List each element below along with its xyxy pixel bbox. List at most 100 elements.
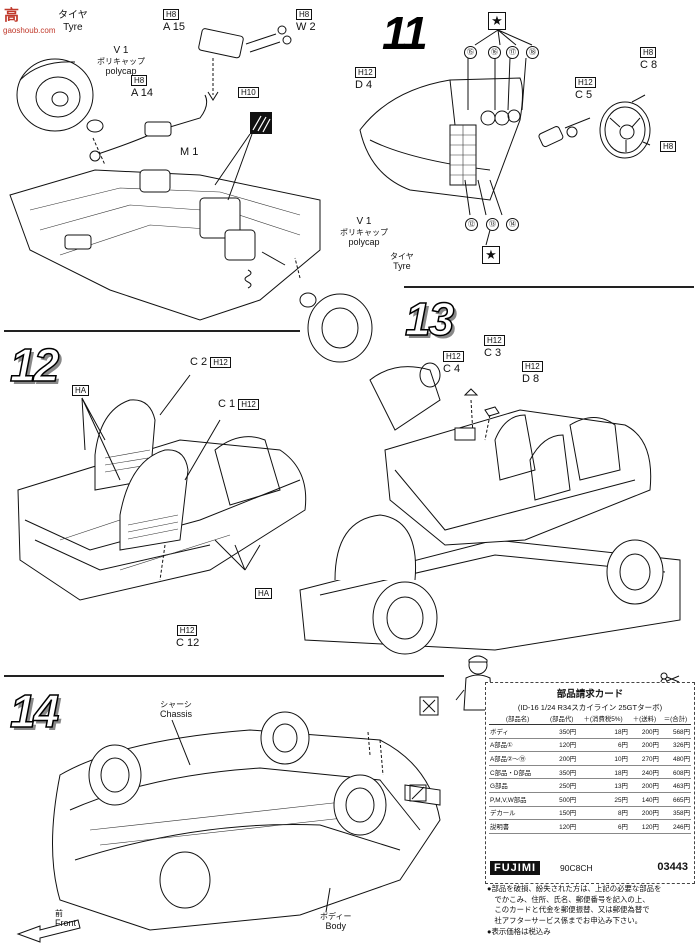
circled-14: ⑭ <box>506 218 519 231</box>
h-marker: H12 <box>176 624 198 636</box>
d4-text: D 4 <box>355 78 373 91</box>
h-marker: H8 <box>163 8 180 20</box>
c5-text: C 5 <box>575 88 593 101</box>
c12-text: C 12 <box>176 636 200 649</box>
cell: 10円 <box>577 751 629 766</box>
step10-a15-label: H8 A 15 <box>163 8 185 33</box>
step11-d4-label: H12 D 4 <box>355 66 377 91</box>
cell: 150円 <box>546 806 578 821</box>
front-en: Front <box>55 918 77 929</box>
step10-a14-label: H8 A 14 <box>131 74 153 99</box>
step-13-drawing <box>295 340 695 680</box>
cell: 120円 <box>546 738 578 753</box>
v1b-jp: ポリキャップ <box>340 227 388 237</box>
c8-text: C 8 <box>640 58 658 71</box>
tyre-en: Tyre <box>63 21 83 33</box>
h-letter: H <box>487 335 493 345</box>
note-line: このカードと代金を郵便振替、又は郵便為替で <box>487 905 650 915</box>
h-marker: H12 <box>575 76 596 88</box>
star-marker-bottom: ★ <box>482 246 500 264</box>
h-letter: H <box>213 357 219 367</box>
circled-17: ⑰ <box>506 46 519 59</box>
step13-c3-label: H12 C 3 <box>484 334 506 359</box>
step-14-number: 14 <box>9 685 60 737</box>
cell: 200円 <box>546 751 578 766</box>
step10-v1-label: V 1 ポリキャップ polycap <box>97 45 145 76</box>
step12-c12-label: H12 C 12 <box>176 624 199 649</box>
step11-h8-bottom-label: H8 <box>660 140 677 153</box>
cell: デカール <box>489 806 547 821</box>
cell: 350円 <box>546 724 578 739</box>
cell: 200円 <box>628 806 660 821</box>
card-footer: FUJIMI 90C8CH 03443 <box>490 861 690 877</box>
star-marker-top: ★ <box>488 12 506 30</box>
h-letter: H <box>358 67 364 77</box>
circled-12: ⑫ <box>465 218 478 231</box>
step-11-drawing <box>350 0 690 280</box>
cell: 200円 <box>628 738 660 753</box>
cell: A部品① <box>489 738 547 753</box>
tyre-jp: タイヤ <box>58 10 88 21</box>
step14-chassis-label: シャーシ Chassis <box>160 700 192 720</box>
card-subtitle: (ID-16 1/24 R34スカイライン 25GTターボ) <box>517 703 663 712</box>
step12-ha2-label: HA <box>255 587 273 600</box>
step13-c4-label: H12 C 4 <box>443 350 465 375</box>
cell: 665円 <box>659 792 691 807</box>
header-part: (部品名) <box>489 713 547 725</box>
w2-text: W 2 <box>296 20 316 33</box>
cell: 568円 <box>659 724 691 739</box>
step10-tyre2-label: タイヤ Tyre <box>390 252 414 272</box>
h-num: 12 <box>185 625 195 635</box>
header-tax: ＋(消費税5%) <box>577 713 629 725</box>
h-marker: H8 <box>296 8 313 20</box>
step-10-drawing <box>0 0 320 330</box>
h-num: A <box>263 588 270 598</box>
cell: 200円 <box>628 778 660 793</box>
h-letter: H <box>134 75 140 85</box>
c3-text: C 3 <box>484 346 502 359</box>
divider-top <box>4 330 300 332</box>
h-marker: HA <box>255 587 273 599</box>
h-num: 8 <box>304 9 310 19</box>
divider-bottom <box>4 675 444 677</box>
fujimi-logo: FUJIMI <box>490 861 541 875</box>
h-letter: H <box>525 361 531 371</box>
card-table-header: (部品名) (部品代) ＋(消費税5%) ＋(送料) ＝(合計) <box>489 713 691 725</box>
step10-tyre-label: タイヤ Tyre <box>58 10 88 33</box>
step-13-number: 13 <box>404 293 455 345</box>
chassis-en: Chassis <box>160 709 193 720</box>
h-num: A <box>80 385 87 395</box>
h-marker: H8 <box>640 46 657 58</box>
h-letter: H <box>241 87 247 97</box>
h-marker: H12 <box>522 360 543 372</box>
step-12-number: 12 <box>9 339 60 391</box>
tyre2-jp: タイヤ <box>390 252 414 261</box>
cell: 200円 <box>628 724 660 739</box>
step13-d8-label: H12 D 8 <box>522 360 544 385</box>
cell: 6円 <box>577 738 629 753</box>
card-notes: ●部品を破損、紛失された方は、上記の必要な部品を でかこみ、住所、氏名、郵便番号… <box>487 884 661 938</box>
body-en: Body <box>325 921 346 932</box>
watermark-chars: 高 <box>4 7 20 24</box>
h-letter: H <box>75 385 81 395</box>
circled-18: ⑱ <box>526 46 539 59</box>
h-marker: H12 <box>210 356 231 368</box>
cell: 270円 <box>628 751 660 766</box>
h-marker: H8 <box>131 74 148 86</box>
cell: 120円 <box>546 819 578 834</box>
header-price: (部品代) <box>546 713 578 725</box>
cell: C部品・D部品 <box>489 765 547 780</box>
header-total: ＝(合計) <box>659 713 691 725</box>
cell: 18円 <box>577 724 629 739</box>
card-code-right: 03443 <box>657 861 688 873</box>
note-line: ●部品を破損、紛失された方は、上記の必要な部品を <box>487 884 662 893</box>
